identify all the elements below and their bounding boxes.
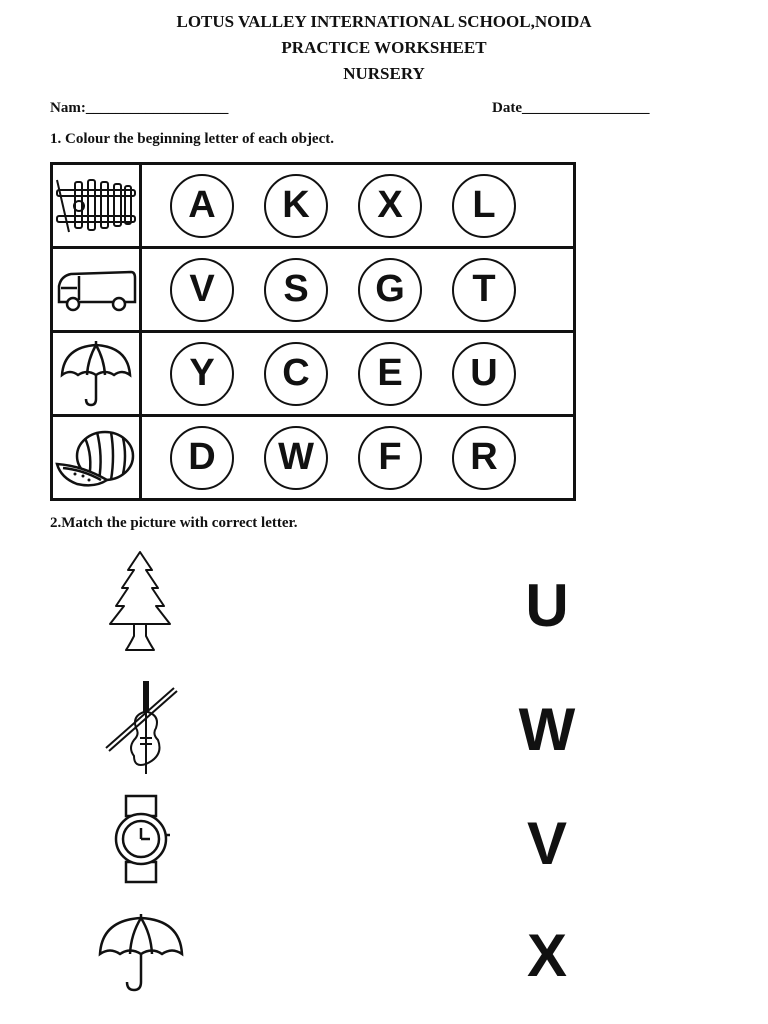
question-1: 1. Colour the beginning letter of each o…	[50, 131, 334, 147]
match-letter[interactable]: V	[526, 810, 568, 877]
xylophone-icon	[56, 178, 136, 232]
letter-option[interactable]: X	[358, 173, 422, 238]
umbrella-picture[interactable]	[96, 912, 186, 994]
watch-picture[interactable]	[108, 792, 174, 886]
worksheet-title: PRACTICE WORKSHEET	[281, 38, 487, 57]
umbrella-icon	[98, 914, 184, 992]
letter-option[interactable]: T	[452, 257, 516, 322]
letter-option[interactable]: K	[264, 173, 328, 238]
umbrella-icon	[60, 340, 132, 406]
table-row: D W F R	[50, 414, 576, 501]
letter-option[interactable]: A	[170, 173, 234, 238]
match-letter[interactable]: U	[525, 572, 569, 639]
violin-icon	[105, 681, 178, 774]
letter-option[interactable]: V	[170, 257, 234, 322]
letter-table: A K X L V S G T	[50, 162, 576, 501]
table-row: A K X L	[50, 162, 576, 249]
letter-option[interactable]: Y	[170, 341, 234, 406]
letter-option[interactable]: R	[452, 425, 516, 490]
letter-option[interactable]: D	[170, 425, 234, 490]
table-row: V S G T	[50, 246, 576, 333]
letter-option[interactable]: C	[264, 341, 328, 406]
letter-option[interactable]: E	[358, 341, 422, 406]
van-cell	[50, 246, 142, 333]
letter-option[interactable]: L	[452, 173, 516, 238]
letter-option[interactable]: W	[264, 425, 328, 490]
letter-option[interactable]: U	[452, 341, 516, 406]
grade-level: NURSERY	[343, 64, 425, 83]
umbrella-cell	[50, 330, 142, 417]
question-2: 2.Match the picture with correct letter.	[50, 515, 298, 531]
table-row: Y C E U	[50, 330, 576, 417]
match-letter[interactable]: X	[526, 922, 568, 989]
school-name: LOTUS VALLEY INTERNATIONAL SCHOOL,NOIDA	[176, 12, 592, 31]
van-icon	[57, 270, 137, 311]
xylophone-cell	[50, 162, 142, 249]
match-letter[interactable]: W	[518, 696, 576, 763]
tree-picture[interactable]	[100, 548, 180, 656]
date-field: Date_________________	[492, 100, 650, 116]
watermelon-cell	[50, 414, 142, 501]
name-field: Nam:___________________	[50, 100, 229, 116]
watermelon-icon	[55, 430, 135, 487]
tree-icon	[109, 551, 171, 651]
letter-option[interactable]: S	[264, 257, 328, 322]
watch-icon	[114, 794, 170, 884]
letter-option[interactable]: G	[358, 257, 422, 322]
violin-picture[interactable]	[100, 678, 180, 778]
letter-option[interactable]: F	[358, 425, 422, 490]
